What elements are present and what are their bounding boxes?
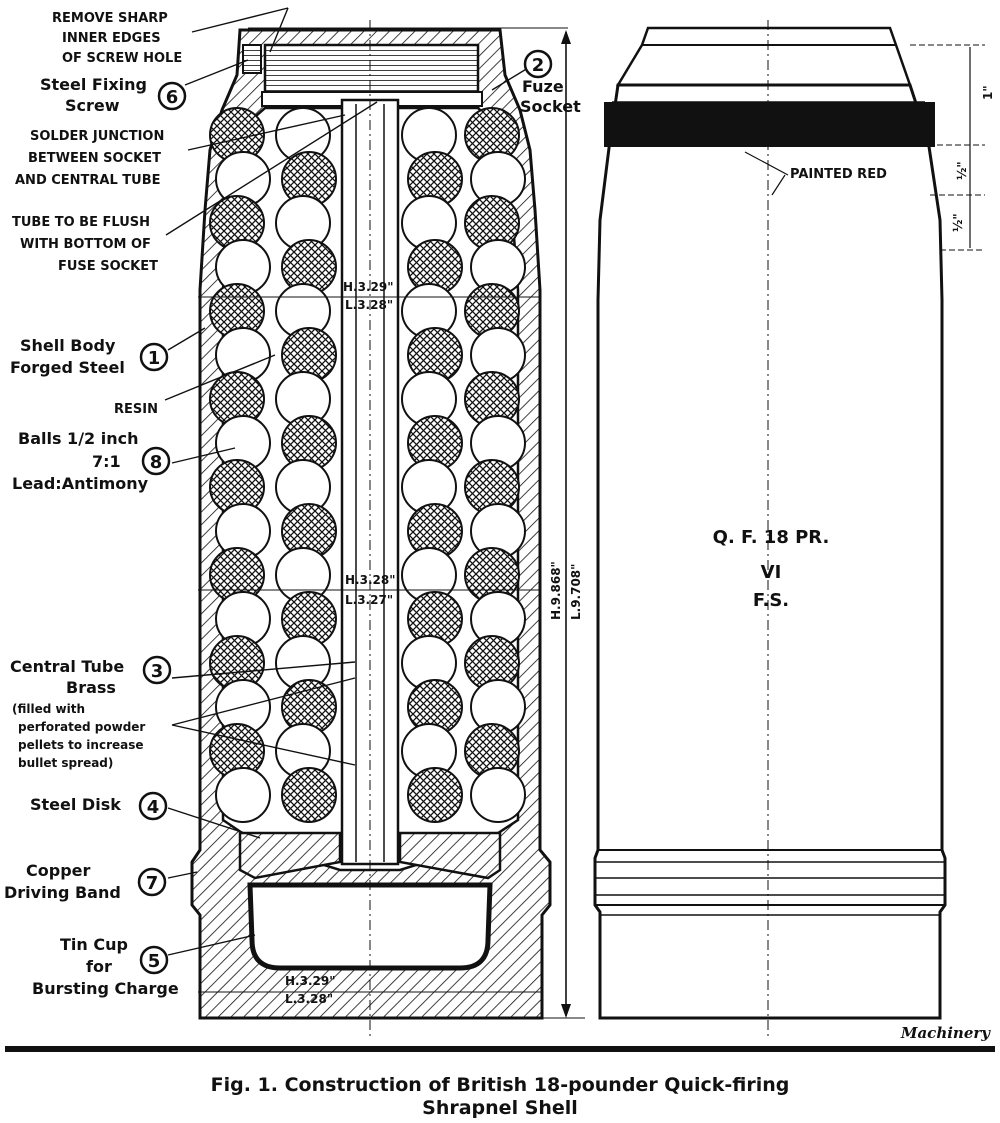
ball-group <box>209 107 526 823</box>
shell-exterior-view: 1" ½" ½" PAINTED RED Q. F. 18 PR. VI F.S… <box>593 20 995 1040</box>
label-steel-disk: Steel Disk <box>30 795 121 814</box>
svg-text:Copper: Copper <box>26 861 90 880</box>
svg-text:7:1: 7:1 <box>92 452 121 471</box>
label-driving-band: Copper Driving Band <box>4 861 121 902</box>
ball <box>281 767 337 823</box>
svg-text:Bursting Charge: Bursting Charge <box>32 979 179 998</box>
dim-mid-l: L.3.27" <box>345 593 393 607</box>
dim-upper-h: H.3.29" <box>343 280 393 294</box>
svg-text:bullet spread): bullet spread) <box>18 756 113 770</box>
dim-band-2: ½" <box>955 161 969 180</box>
dim-base-l: L.3.28" <box>285 992 333 1006</box>
svg-text:OF SCREW HOLE: OF SCREW HOLE <box>62 51 182 66</box>
svg-text:Screw: Screw <box>65 96 120 115</box>
number-circle-1: 1 <box>139 342 169 372</box>
svg-text:Fuze: Fuze <box>522 77 564 96</box>
label-shell-body: Shell Body Forged Steel <box>10 336 125 377</box>
svg-text:2: 2 <box>532 55 545 76</box>
svg-text:(filled with: (filled with <box>12 702 85 716</box>
svg-text:3: 3 <box>151 661 164 682</box>
number-circle-8: 8 <box>141 446 171 476</box>
svg-text:for: for <box>86 957 112 976</box>
number-circle-4: 4 <box>138 791 168 821</box>
svg-text:AND CENTRAL TUBE: AND CENTRAL TUBE <box>15 173 161 188</box>
svg-text:Shell Body: Shell Body <box>20 336 116 355</box>
ball <box>407 767 463 823</box>
label-solder-junction: SOLDER JUNCTION BETWEEN SOCKET AND CENTR… <box>15 129 164 188</box>
svg-text:SOLDER JUNCTION: SOLDER JUNCTION <box>30 129 164 144</box>
dim-band-3: ½" <box>951 213 965 232</box>
dim-mid-h: H.3.28" <box>345 573 395 587</box>
number-circle-2: 2 <box>523 49 553 79</box>
dim-base-h: H.3.29" <box>285 974 335 988</box>
shell-cross-section: H.3.29" L.3.28" H.3.28" L.3.27" H.3.29" … <box>190 20 585 1040</box>
marking-line-1: Q. F. 18 PR. <box>713 527 830 548</box>
marking-line-3: F.S. <box>753 590 789 611</box>
ball <box>215 767 271 823</box>
exterior-nose <box>615 26 912 87</box>
svg-text:Balls 1/2 inch: Balls 1/2 inch <box>18 429 138 448</box>
number-circle-3: 3 <box>142 655 172 685</box>
steel-disk <box>238 831 342 880</box>
label-central-tube: Central Tube Brass (filled with perforat… <box>10 657 145 770</box>
svg-text:Forged Steel: Forged Steel <box>10 358 125 377</box>
svg-text:Socket: Socket <box>520 97 581 116</box>
svg-text:Central Tube: Central Tube <box>10 657 124 676</box>
svg-text:1: 1 <box>148 348 161 369</box>
svg-text:Brass: Brass <box>66 678 116 697</box>
dim-band-1: 1" <box>981 85 995 100</box>
dim-length-l: L.9.708" <box>569 564 583 620</box>
dim-upper-l: L.3.28" <box>345 298 393 312</box>
label-fuze-socket: Fuze Socket <box>520 77 581 116</box>
number-circle-5: 5 <box>139 945 169 975</box>
label-balls: Balls 1/2 inch 7:1 Lead:Antimony <box>12 429 149 493</box>
svg-text:8: 8 <box>150 452 163 473</box>
figure-caption-line-2: Shrapnel Shell <box>422 1097 578 1119</box>
svg-text:Lead:Antimony: Lead:Antimony <box>12 474 149 493</box>
ball <box>470 767 526 823</box>
footer-rule <box>5 1046 995 1052</box>
svg-text:Steel Fixing: Steel Fixing <box>40 75 147 94</box>
svg-text:INNER EDGES: INNER EDGES <box>62 31 161 46</box>
leader-lines <box>164 7 529 956</box>
svg-text:7: 7 <box>146 873 159 894</box>
painted-red-label: PAINTED RED <box>790 167 887 182</box>
svg-text:REMOVE SHARP: REMOVE SHARP <box>52 11 168 26</box>
label-fixing-screw: Steel Fixing Screw <box>40 75 147 115</box>
svg-text:4: 4 <box>147 797 160 818</box>
svg-text:WITH BOTTOM OF: WITH BOTTOM OF <box>20 237 151 252</box>
painted-red-band <box>604 102 935 147</box>
number-circle-7: 7 <box>137 867 167 897</box>
exterior-body <box>593 83 947 1020</box>
svg-text:perforated powder: perforated powder <box>18 720 145 734</box>
credit-machinery: Machinery <box>900 1024 991 1042</box>
svg-text:Tin Cup: Tin Cup <box>60 935 128 954</box>
svg-text:5: 5 <box>148 951 161 972</box>
marking-line-2: VI <box>761 562 782 583</box>
label-tube-flush: TUBE TO BE FLUSH WITH BOTTOM OF FUSE SOC… <box>12 215 158 274</box>
svg-text:Driving Band: Driving Band <box>4 883 121 902</box>
label-resin: RESIN <box>114 402 158 417</box>
dim-length-h: H.9.868" <box>549 561 563 620</box>
svg-text:pellets to increase: pellets to increase <box>18 738 144 752</box>
label-remove-edges: REMOVE SHARP INNER EDGES OF SCREW HOLE <box>52 11 182 66</box>
svg-text:TUBE TO BE FLUSH: TUBE TO BE FLUSH <box>12 215 150 230</box>
figure-caption-line-1: Fig. 1. Construction of British 18-pound… <box>211 1074 790 1096</box>
svg-text:6: 6 <box>166 87 179 108</box>
label-tin-cup: Tin Cup for Bursting Charge <box>32 935 179 998</box>
number-circle-6: 6 <box>157 81 187 111</box>
fixing-screw <box>242 44 262 74</box>
svg-text:BETWEEN SOCKET: BETWEEN SOCKET <box>28 151 161 166</box>
svg-text:FUSE SOCKET: FUSE SOCKET <box>58 259 158 274</box>
